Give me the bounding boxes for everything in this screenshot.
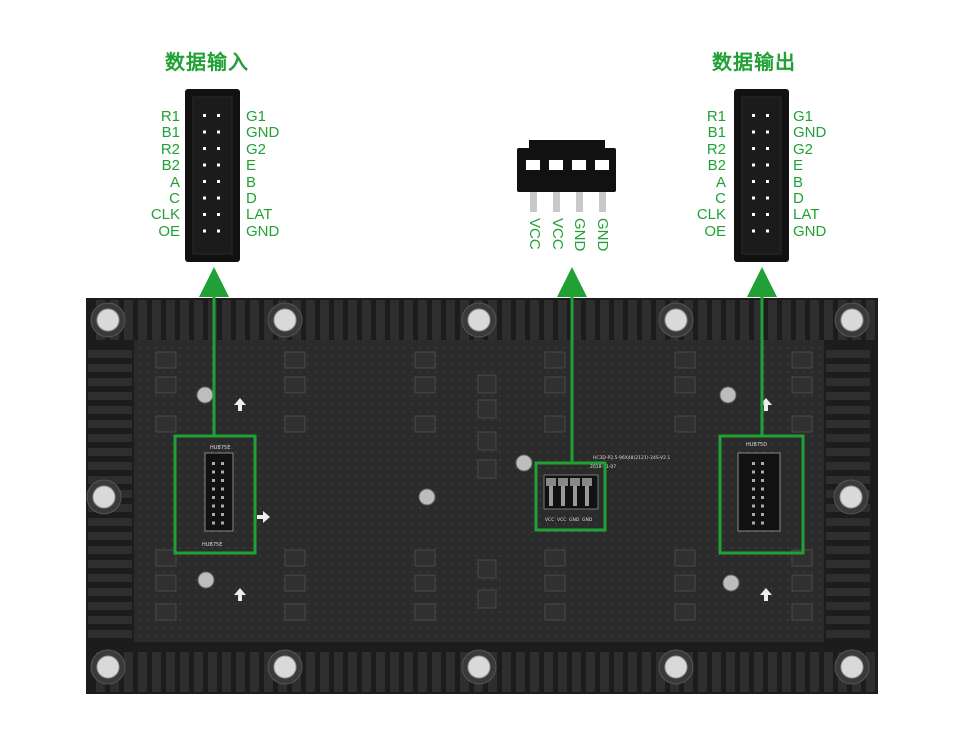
board-model-text: HC3D-P2.5-96X48(2121)-24S-V2.1 [593, 455, 670, 461]
pin-label: R2 [706, 140, 726, 158]
pin-label: LAT [246, 206, 273, 224]
pin-label: G2 [793, 140, 814, 158]
pin-label: OE [158, 222, 180, 240]
board-power-silk: VCC [557, 517, 566, 523]
pin-label: R2 [160, 140, 180, 158]
pin-label: R1 [706, 108, 726, 125]
power-connector [517, 140, 616, 212]
output-right-pin-labels: G1 GND G2 E B D LAT GND [793, 108, 853, 240]
input-left-pin-labels: R1 B1 R2 B2 A C CLK OE [130, 108, 180, 240]
board-input-label-bottom: HUB75E [202, 542, 222, 548]
pin-label: B [246, 173, 257, 191]
board-power-silk: VCC [545, 517, 554, 523]
power-pin-label: VCC [526, 218, 543, 250]
mounting-holes [86, 302, 870, 685]
board-output-label: HUB75D [746, 442, 767, 448]
pin-label: B2 [707, 157, 726, 175]
pin-label: CLK [150, 206, 180, 224]
pin-label: R1 [160, 108, 180, 125]
pin-label: D [793, 190, 804, 208]
output-idc-connector [734, 89, 789, 262]
pin-label: G2 [246, 140, 267, 158]
pin-label: C [169, 190, 180, 208]
pin-label: B [793, 173, 804, 191]
pin-label: GND [246, 222, 280, 240]
pin-label: C [715, 190, 726, 208]
board-input-label-top: HUB75E [210, 445, 230, 451]
power-pin-label: GND [571, 218, 588, 252]
power-pin-label: GND [594, 218, 611, 252]
pin-label: B2 [161, 157, 180, 175]
board-date-text: 2018-11-07 [590, 464, 616, 470]
pin-label: A [715, 173, 726, 191]
board-input-header: HUB75E HUB75E [202, 445, 234, 548]
pin-label: B1 [707, 124, 726, 142]
pin-label: LAT [793, 206, 820, 224]
input-title: 数据输入 [165, 50, 249, 74]
pin-label: GND [793, 124, 827, 142]
capacitors [196, 386, 740, 592]
input-pin-grid [203, 114, 220, 233]
pin-label: B1 [161, 124, 180, 142]
output-pin-grid [752, 114, 769, 233]
output-left-pin-labels: R1 B1 R2 B2 A C CLK OE [676, 108, 726, 240]
driver-chips [155, 351, 813, 621]
input-idc-connector [185, 89, 240, 262]
pin-label: GND [246, 124, 280, 142]
output-title: 数据输出 [712, 50, 796, 74]
pin-label: E [246, 157, 257, 175]
pin-label: A [169, 173, 180, 191]
board-arrows [234, 398, 772, 601]
pin-label: CLK [696, 206, 726, 224]
pin-label: OE [704, 222, 726, 240]
led-board: HUB75E HUB75E HUB75D VCC VCC GND GND HC3… [86, 298, 878, 694]
pin-label: E [793, 157, 804, 175]
connection-arrows [199, 267, 777, 463]
pin-label: GND [793, 222, 827, 240]
pin-label: D [246, 190, 257, 208]
board-power-header: VCC VCC GND GND HC3D-P2.5-96X48(2121)-24… [543, 455, 670, 523]
input-right-pin-labels: G1 GND G2 E B D LAT GND [246, 108, 306, 240]
board-power-silk: GND [569, 517, 580, 523]
pin-label: G1 [246, 108, 267, 125]
pin-label: G1 [793, 108, 814, 125]
power-pin-label: VCC [549, 218, 566, 250]
board-output-header: HUB75D [737, 442, 781, 532]
board-power-silk: GND [582, 517, 593, 523]
